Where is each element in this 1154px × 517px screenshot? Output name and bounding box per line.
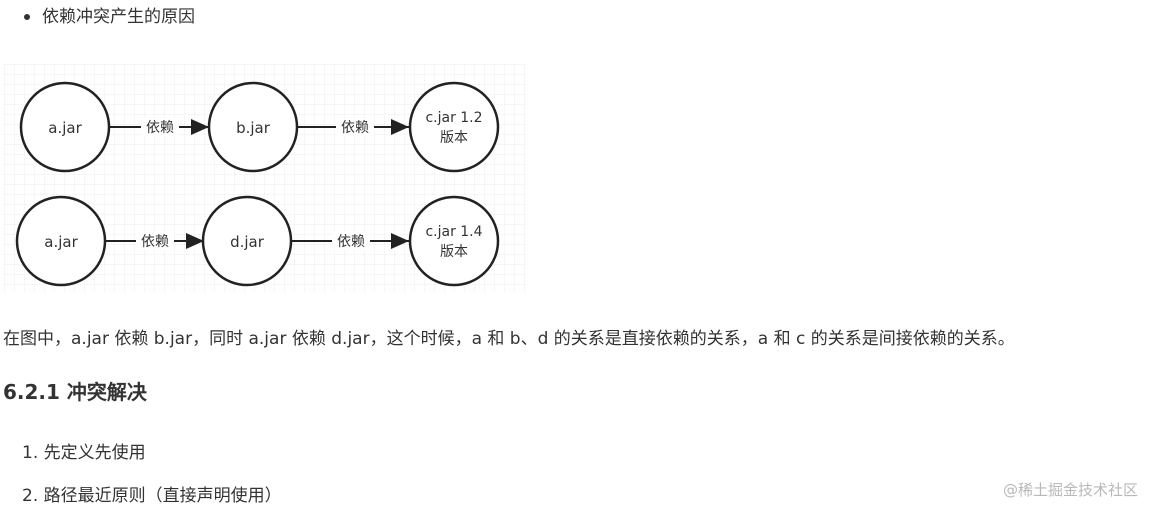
node-sublabel: 版本 (440, 130, 468, 146)
node-c-jar-1-2 (408, 81, 500, 173)
edge-label: 依赖 (141, 234, 169, 250)
edge-label: 依赖 (337, 234, 365, 250)
edge-label-bg (136, 232, 174, 250)
edge-label: 依赖 (341, 120, 369, 136)
node-label: a.jar (48, 119, 82, 137)
node-c-jar-1-4 (408, 195, 500, 287)
node-sublabel: 版本 (440, 244, 468, 260)
edge-label-bg (332, 232, 370, 250)
watermark: @稀土掘金技术社区 (1002, 481, 1138, 499)
edge-label: 依赖 (146, 120, 174, 136)
dependency-diagram: a.jar 依赖 b.jar 依赖 c.jar 1.2 版本 a.jar (4, 64, 526, 292)
node-label: a.jar (44, 233, 78, 251)
list-item: 2. 路径最近原则（直接声明使用） (22, 486, 282, 506)
bullet-item: 依赖冲突产生的原因 (20, 4, 195, 30)
diagram-row-2: a.jar 依赖 d.jar 依赖 c.jar 1.4 版本 (15, 195, 500, 287)
node-label: b.jar (236, 119, 271, 137)
bullet-dot-icon (24, 14, 30, 20)
bullet-text: 依赖冲突产生的原因 (42, 7, 195, 27)
list-item: 1. 先定义先使用 (22, 443, 146, 463)
node-label: c.jar 1.2 (425, 110, 482, 126)
edge-label-bg (141, 118, 179, 136)
explanation-paragraph: 在图中，a.jar 依赖 b.jar，同时 a.jar 依赖 d.jar，这个时… (3, 329, 1015, 349)
node-label: d.jar (230, 233, 265, 251)
section-heading: 6.2.1 冲突解决 (3, 380, 147, 404)
diagram-row-1: a.jar 依赖 b.jar 依赖 c.jar 1.2 版本 (19, 81, 500, 173)
node-label: c.jar 1.4 (425, 224, 482, 240)
edge-label-bg (336, 118, 374, 136)
